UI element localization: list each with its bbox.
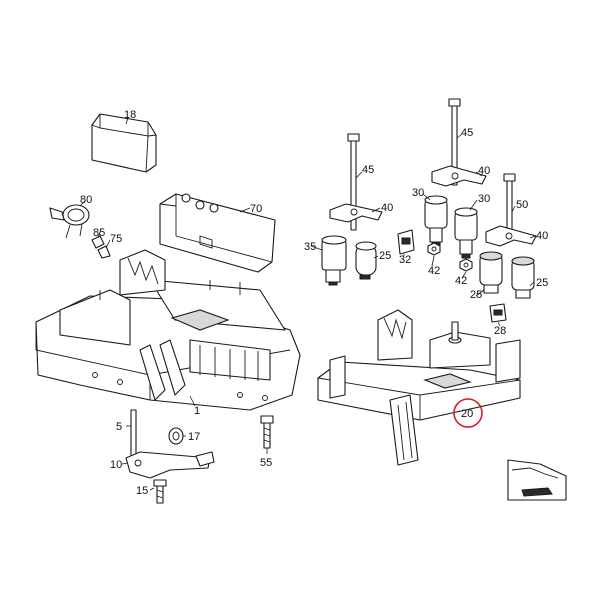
label-45-right: 45 (461, 127, 473, 139)
label-10: 10 (110, 459, 122, 471)
part-50-bolt[interactable] (503, 173, 516, 236)
part-42-nut-bottom[interactable] (459, 258, 473, 272)
label-30-left: 30 (412, 187, 424, 199)
label-40-right: 40 (536, 230, 548, 242)
label-45-left: 45 (362, 164, 374, 176)
part-25-solenoid-right[interactable] (511, 256, 535, 299)
part-25-solenoid-middle[interactable] (479, 251, 503, 294)
highlight-circle-20 (453, 398, 483, 428)
part-25-solenoid-left[interactable] (355, 241, 377, 280)
label-35: 35 (304, 241, 316, 253)
part-18-cover[interactable] (91, 113, 157, 173)
part-35-solenoid[interactable] (321, 235, 347, 286)
label-85: 85 (93, 227, 105, 239)
part-20-housing[interactable] (317, 309, 521, 466)
label-42-bottom: 42 (455, 275, 467, 287)
part-40-bracket-left[interactable] (329, 203, 383, 223)
label-55: 55 (260, 457, 272, 469)
label-25-left: 25 (379, 250, 391, 262)
label-25-middle: 25 (470, 289, 482, 301)
label-80: 80 (80, 194, 92, 206)
part-30-solenoid-left[interactable] (424, 195, 448, 247)
label-40-middle: 40 (478, 165, 490, 177)
part-17-roller[interactable] (168, 427, 184, 445)
part-55-bolt[interactable] (260, 415, 274, 449)
label-75: 75 (110, 233, 122, 245)
part-70-conductor-plate[interactable] (159, 193, 276, 273)
part-1-valve-body[interactable] (35, 249, 301, 411)
part-45-bolt-left[interactable] (347, 133, 360, 231)
part-75-clip[interactable] (97, 245, 111, 259)
label-1: 1 (194, 405, 200, 417)
label-15: 15 (136, 485, 148, 497)
label-5: 5 (116, 421, 122, 433)
part-30-solenoid-right[interactable] (454, 207, 478, 259)
label-25-right: 25 (536, 277, 548, 289)
leader-lines (79, 117, 536, 491)
label-70: 70 (250, 203, 262, 215)
label-42-top: 42 (428, 265, 440, 277)
part-42-nut-top[interactable] (427, 242, 441, 256)
label-17: 17 (188, 431, 200, 443)
part-15-screw[interactable] (153, 479, 167, 504)
part-45-bolt-right[interactable] (448, 98, 461, 186)
part-40-bracket-right[interactable] (485, 225, 537, 247)
part-5-pin[interactable] (130, 409, 137, 459)
label-20: 20 (461, 408, 473, 420)
inset-thumbnail (507, 459, 567, 501)
part-85-clip[interactable] (91, 235, 105, 249)
label-32: 32 (399, 254, 411, 266)
label-18: 18 (124, 109, 136, 121)
part-80-plug[interactable] (49, 204, 90, 239)
label-40-left: 40 (381, 202, 393, 214)
part-40-bracket-middle[interactable] (431, 165, 487, 187)
part-28-connector[interactable] (489, 303, 507, 323)
part-10-lever[interactable] (125, 451, 215, 479)
label-28: 28 (494, 325, 506, 337)
part-32-connector[interactable] (397, 229, 415, 255)
label-50: 50 (516, 199, 528, 211)
part-labels: 18 80 85 75 70 45 45 40 40 40 50 30 30 3… (80, 109, 548, 497)
label-30-right: 30 (478, 193, 490, 205)
